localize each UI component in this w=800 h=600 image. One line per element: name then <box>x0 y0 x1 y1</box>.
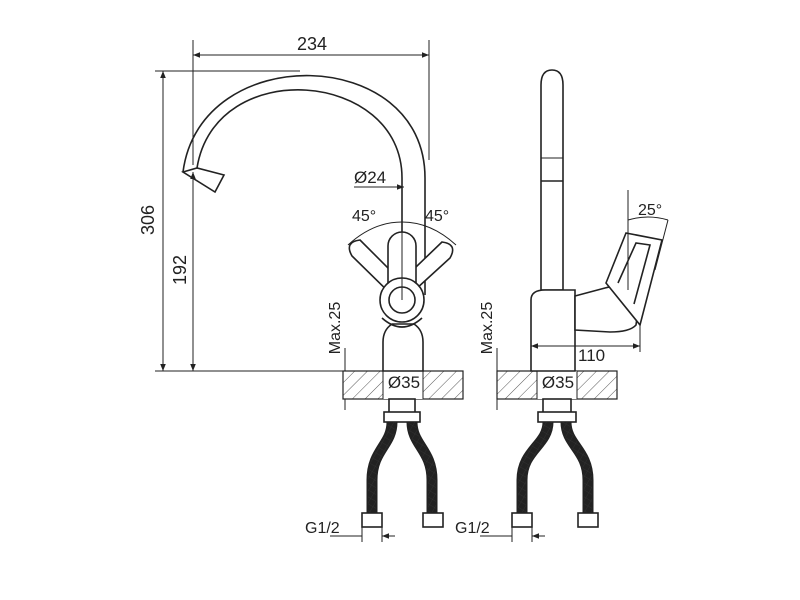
faucet-base-side <box>530 289 576 372</box>
dim-max-thickness-front: Max.25 <box>327 302 344 355</box>
lever-handle-side <box>574 232 663 333</box>
dim-thread-side: G1/2 <box>455 520 490 537</box>
dim-spout-diameter: Ø24 <box>354 168 386 187</box>
front-view: 234 306 192 Ø24 45° 45° Max.25 Ø35 G1/2 <box>138 34 464 542</box>
fitting-right-front <box>422 512 444 528</box>
fitting-right-side <box>577 512 599 528</box>
spout-front <box>196 89 403 295</box>
dim-angle-left: 45° <box>352 208 376 225</box>
dim-width-total: 234 <box>297 34 327 54</box>
dim-max-thickness-side: Max.25 <box>479 302 496 355</box>
dim-thread-front: G1/2 <box>305 520 340 537</box>
dim-handle-reach: 110 <box>578 346 605 365</box>
dim-spout-height: 192 <box>170 255 190 285</box>
countertop-front <box>342 370 464 400</box>
dim-angle-right: 45° <box>425 208 449 225</box>
faucet-base-front <box>382 323 424 372</box>
spout-tip-front <box>181 167 226 194</box>
cross-handles-front <box>348 231 454 328</box>
spout-side <box>540 69 564 291</box>
dim-hole-side: Ø35 <box>542 373 574 392</box>
fitting-left-front <box>361 512 383 528</box>
dim-hole-front: Ø35 <box>388 373 420 392</box>
side-view: 25° 110 Max.25 Ø35 G1/2 <box>455 69 669 542</box>
dim-lever-angle: 25° <box>638 202 662 219</box>
fitting-left-side <box>511 512 533 528</box>
dim-height-total: 306 <box>138 205 158 235</box>
